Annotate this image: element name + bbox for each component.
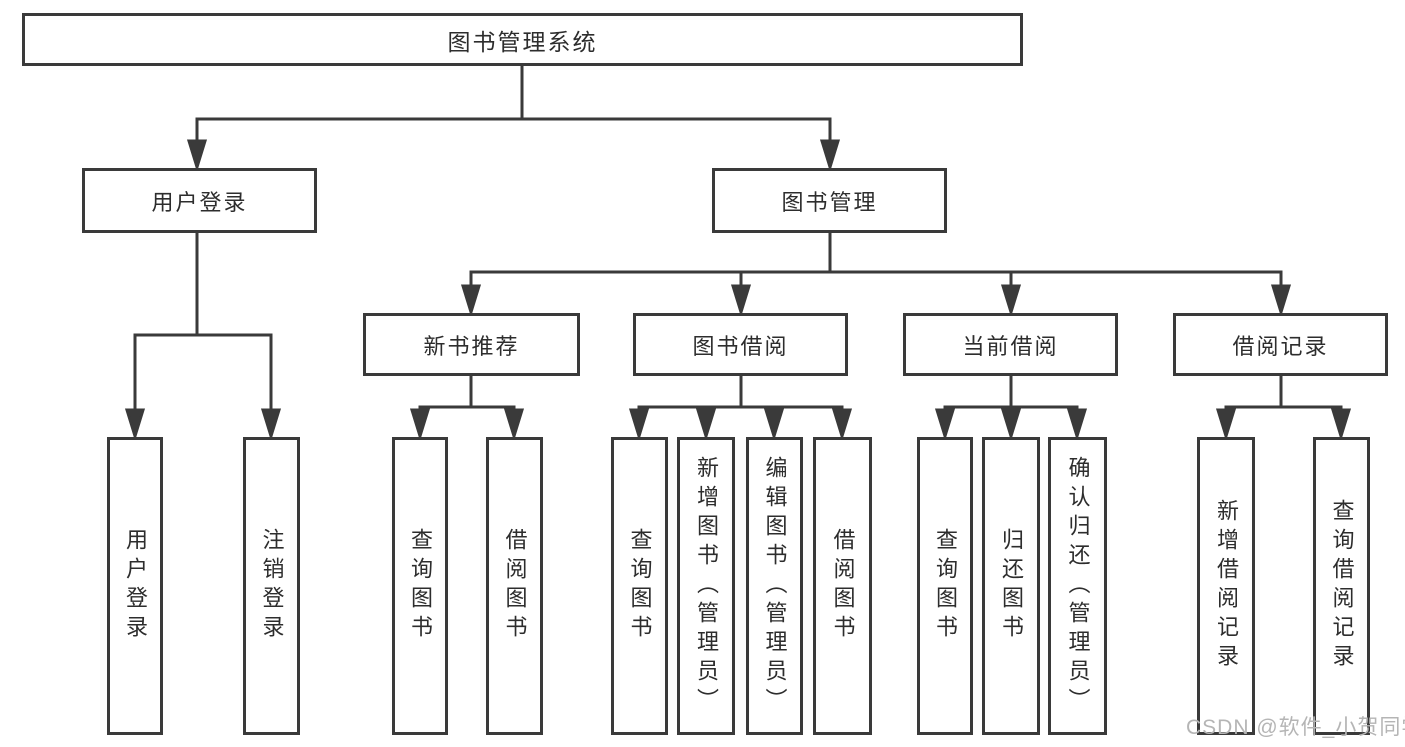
node-book-borrowing: 图书借阅 xyxy=(633,313,848,376)
connector-user-login-children xyxy=(124,231,282,442)
leaf-confirm-return-admin: 确认归还（管理员） xyxy=(1048,437,1107,735)
leaf-user-login: 用户登录 xyxy=(107,437,163,735)
node-library-management-system: 图书管理系统 xyxy=(22,13,1023,66)
node-label: 借阅记录 xyxy=(1232,333,1329,359)
node-current-borrowing: 当前借阅 xyxy=(903,313,1118,376)
node-label: 注销登录 xyxy=(259,528,285,644)
node-label: 归还图书 xyxy=(999,528,1024,644)
leaf-add-books-admin: 新增图书（管理员） xyxy=(677,437,735,735)
connector-book-mgmt-to-level3 xyxy=(460,231,1292,318)
node-borrowing-records: 借阅记录 xyxy=(1173,313,1388,376)
node-label: 图书借阅 xyxy=(692,333,789,359)
leaf-query-books: 查询图书 xyxy=(611,437,668,735)
node-label: 借阅图书 xyxy=(502,528,528,644)
node-new-book-recommend: 新书推荐 xyxy=(363,313,580,376)
node-label: 新增借阅记录 xyxy=(1214,499,1239,673)
leaf-query-books: 查询图书 xyxy=(392,437,448,735)
node-label: 确认归还（管理员） xyxy=(1065,455,1091,717)
csdn-watermark: CSDN @软件_小贺同学 xyxy=(1186,716,1405,739)
leaf-borrow-books: 借阅图书 xyxy=(486,437,543,735)
node-label: 图书管理系统 xyxy=(447,28,598,55)
leaf-add-borrow-record: 新增借阅记录 xyxy=(1197,437,1255,735)
node-label: 查询图书 xyxy=(408,528,433,644)
leaf-borrow-books: 借阅图书 xyxy=(813,437,872,735)
node-label: 图书管理 xyxy=(781,189,878,215)
leaf-query-borrow-record: 查询借阅记录 xyxy=(1313,437,1370,735)
node-user-login: 用户登录 xyxy=(82,168,317,233)
connector-current-borrow-children xyxy=(934,374,1088,442)
connector-root-to-level2 xyxy=(186,64,841,173)
leaf-logout: 注销登录 xyxy=(243,437,300,735)
leaf-edit-books-admin: 编辑图书（管理员） xyxy=(746,437,803,735)
node-label: 新书推荐 xyxy=(423,333,520,359)
connector-borrow-records-children xyxy=(1215,374,1352,442)
node-label: 用户登录 xyxy=(151,189,248,215)
node-label: 查询图书 xyxy=(627,528,653,644)
connector-new-book-children xyxy=(409,374,525,442)
connector-book-borrow-children xyxy=(628,374,853,442)
node-label: 用户登录 xyxy=(123,528,148,644)
node-label: 查询借阅记录 xyxy=(1329,499,1355,673)
node-label: 查询图书 xyxy=(933,528,958,644)
node-label: 当前借阅 xyxy=(962,333,1059,359)
leaf-query-books: 查询图书 xyxy=(917,437,973,735)
node-label: 编辑图书（管理员） xyxy=(762,455,788,717)
node-label: 借阅图书 xyxy=(830,528,856,644)
leaf-return-books: 归还图书 xyxy=(982,437,1040,735)
node-book-management: 图书管理 xyxy=(712,168,947,233)
node-label: 新增图书（管理员） xyxy=(694,455,719,717)
